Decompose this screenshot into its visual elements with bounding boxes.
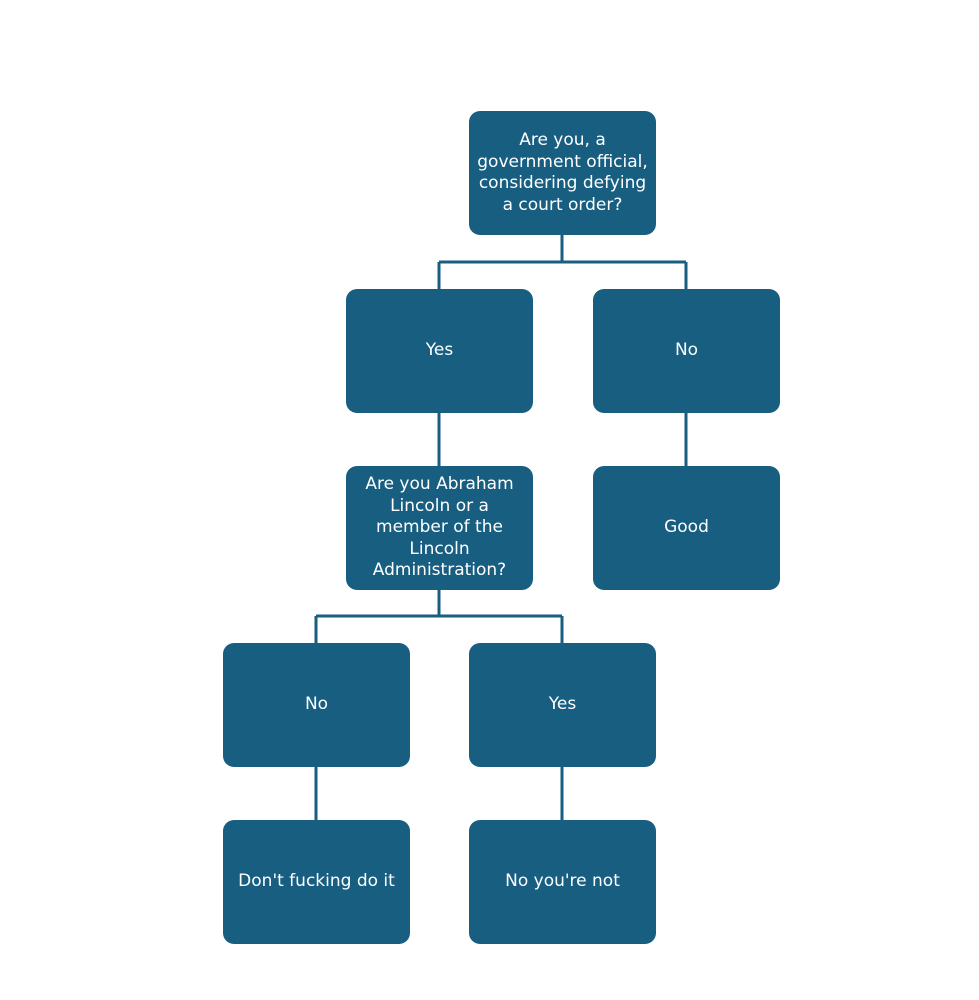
node-answer-no-text: No (674, 340, 699, 361)
node-outcome-dont-do-it-text: Don't fucking do it (238, 871, 395, 892)
node-outcome-good-text: Good (664, 517, 709, 538)
node-outcome-no-youre-not: No you're not (469, 820, 656, 944)
node-answer2-yes-text: Yes (548, 694, 577, 715)
node-outcome-dont-do-it: Don't fucking do it (223, 820, 410, 944)
node-answer-no: No (593, 289, 780, 413)
node-outcome-good: Good (593, 466, 780, 590)
node-question-lincoln: Are you Abraham Lincoln or a member of t… (346, 466, 533, 590)
node-answer-yes: Yes (346, 289, 533, 413)
node-answer2-yes: Yes (469, 643, 656, 767)
node-question-lincoln-text: Are you Abraham Lincoln or a member of t… (365, 474, 514, 581)
node-outcome-no-youre-not-text: No you're not (505, 871, 620, 892)
node-answer-yes-text: Yes (425, 340, 454, 361)
node-answer2-no: No (223, 643, 410, 767)
node-question-court-order-text: Are you, a government official, consider… (477, 130, 648, 215)
node-question-court-order: Are you, a government official, consider… (469, 111, 656, 235)
node-answer2-no-text: No (304, 694, 329, 715)
